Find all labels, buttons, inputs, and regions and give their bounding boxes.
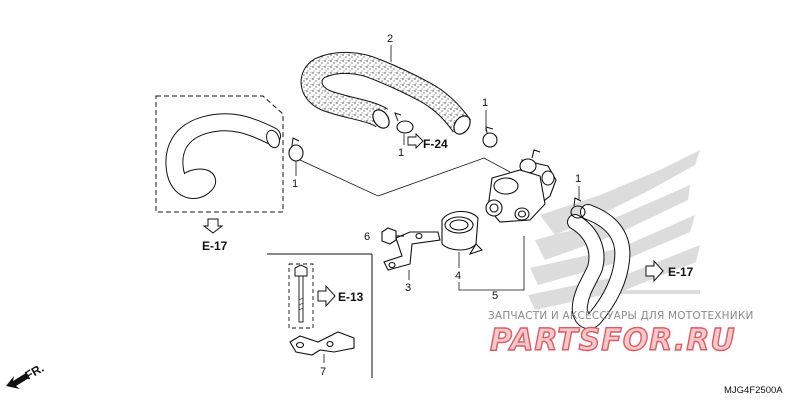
callout-clamp-upper-left: 1 — [398, 147, 404, 159]
callout-clamp-right: 1 — [575, 173, 581, 185]
watermark-caption: ЗАПЧАСТИ И АКСЕССУАРЫ ДЛЯ МОТОТЕХНИКИ — [488, 310, 754, 322]
hose-upper — [300, 52, 471, 135]
ref-label-e17-right[interactable]: E-17 — [668, 265, 694, 279]
diagram-code: MJG4F2500A — [724, 385, 783, 396]
ref-label-e17-left[interactable]: E-17 — [202, 239, 228, 253]
ref-label-e13[interactable]: E-13 — [338, 290, 364, 304]
front-direction-arrow: FR. — [6, 361, 46, 389]
callout-clamp-upper-right: 1 — [482, 97, 488, 109]
band-part — [441, 210, 484, 255]
ref-arrow-e13[interactable]: E-13 — [317, 284, 364, 308]
clamp-left — [288, 137, 304, 162]
watermark: ЗАПЧАСТИ И АКСЕССУАРЫ ДЛЯ МОТОТЕХНИКИ PA… — [488, 310, 754, 359]
watermark-site: PARTSFOR.RU — [490, 323, 736, 358]
reference-box-left — [155, 95, 284, 213]
callout-stay: 7 — [320, 366, 326, 378]
watermark-site-fill: PARTSFOR.RU — [490, 323, 736, 358]
callout-valve-assembly: 5 — [492, 290, 498, 302]
ref-arrow-e17-right[interactable]: E-17 — [645, 259, 694, 283]
ref-arrow-f24[interactable]: F-24 — [407, 132, 448, 151]
callout-bolt: 6 — [364, 231, 370, 243]
callout-bracket: 3 — [405, 282, 411, 294]
valve-assembly — [485, 149, 557, 223]
callout-band: 4 — [455, 270, 461, 282]
stay-part — [289, 331, 355, 356]
bolt-part-6 — [381, 227, 404, 245]
callout-clamp-left: 1 — [292, 178, 298, 190]
bracket-part — [383, 231, 441, 271]
callout-hose-upper: 2 — [387, 33, 393, 45]
ref-arrow-e17-left[interactable]: E-17 — [202, 218, 228, 253]
inset-bolt-box — [288, 263, 314, 329]
clamp-upper-left — [394, 112, 414, 134]
hose-right — [567, 204, 631, 330]
ref-label-f24[interactable]: F-24 — [423, 137, 448, 151]
clamp-upper-right — [482, 126, 498, 148]
